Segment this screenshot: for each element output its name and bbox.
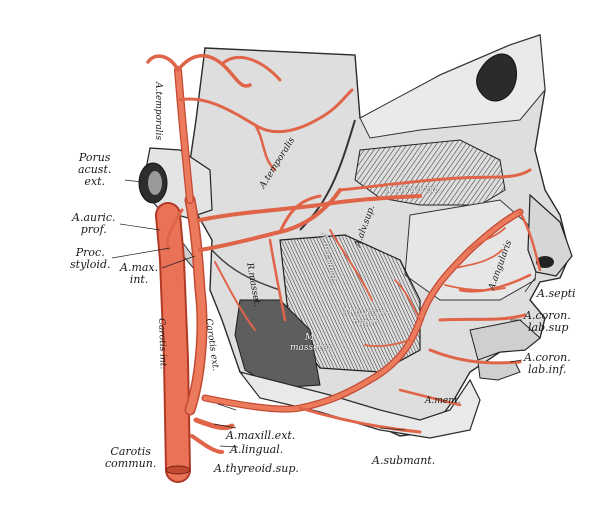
label-carotis-commun: Carotis commun. — [105, 445, 157, 470]
label-amaxill-ext: A.maxill.ext. — [226, 429, 296, 442]
label-carotis-int: Carotis int. — [156, 318, 168, 370]
label-amax-int: A.max. int. — [120, 261, 159, 286]
label-atemporalis: A.temporalis — [153, 82, 163, 141]
label-porus: Porus acust. ext. — [78, 151, 112, 188]
artery-network — [146, 54, 542, 483]
label-leader-lines — [111, 179, 536, 448]
label-mmasseter: M. masseter — [290, 333, 332, 353]
label-amental: A.ment. — [425, 396, 461, 406]
label-acoron-inf: A.coron. lab.inf. — [524, 351, 571, 376]
label-asepti: A.septi — [537, 287, 576, 300]
label-mbuccinator: M.buccin- nator — [343, 308, 389, 328]
label-athyreoid: A.thyreoid.sup. — [214, 462, 299, 475]
label-ainfraorbit: A.infraorbit. — [385, 185, 441, 195]
label-proc: Proc. styloid. — [70, 246, 111, 271]
label-aauric: A.auric. prof. — [72, 211, 116, 236]
label-acoron-sup: A.coron. lab.sup — [524, 309, 571, 334]
label-asubment: A.submant. — [372, 454, 436, 467]
label-alingual: A.lingual. — [230, 443, 284, 456]
